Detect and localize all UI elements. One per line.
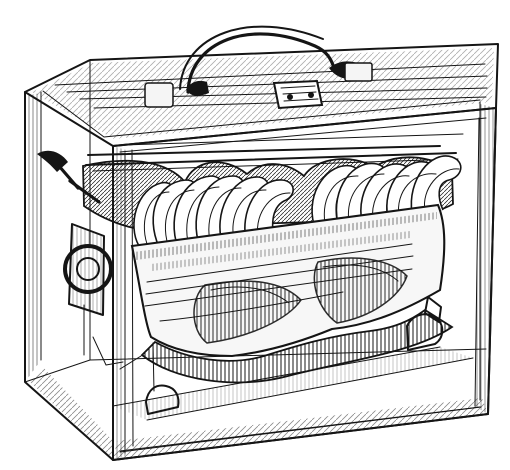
typewriter-mechanism: [37, 133, 474, 421]
carry-handle: [144, 25, 373, 110]
case-front-frame: [25, 93, 497, 461]
